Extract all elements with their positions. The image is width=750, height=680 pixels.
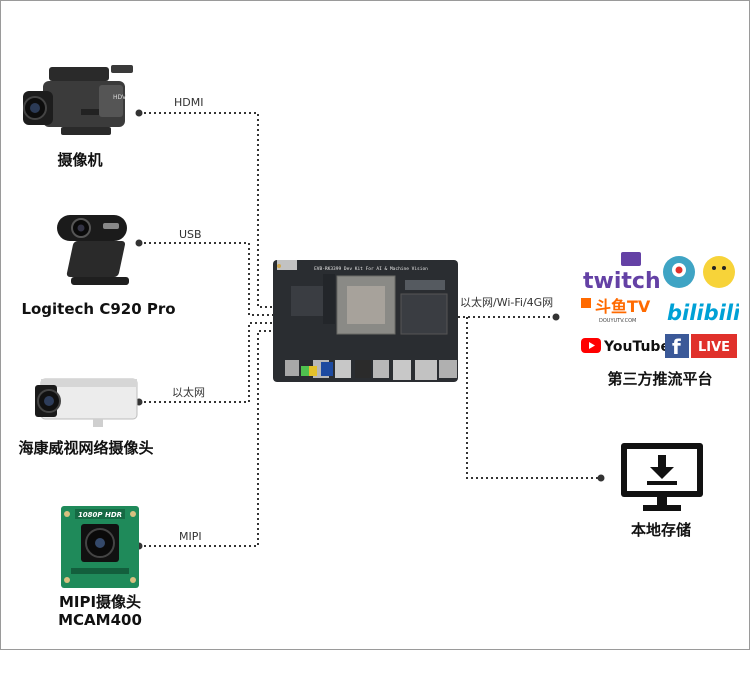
webcam-image <box>51 207 139 295</box>
hdv-badge: HDV <box>113 94 127 101</box>
storage-label: 本地存储 <box>630 521 691 539</box>
mipi-module-text: 1080P HDR <box>78 511 122 519</box>
twitch-logo: twitch <box>583 269 661 294</box>
camcorder-label: 摄像机 <box>57 151 103 169</box>
ethernet-line <box>139 322 273 403</box>
hdmi-line <box>139 112 273 308</box>
ip-camera-label: 海康威视网络摄像头 <box>18 439 154 457</box>
camcorder-image: HDV <box>21 59 139 145</box>
facebook-icon <box>665 334 689 358</box>
douyu-logo: 斗鱼TV <box>595 297 651 316</box>
ethernet-label: 以太网 <box>172 386 205 399</box>
connection-lines <box>135 109 605 550</box>
mipi-camera-image: 1080P HDR <box>61 506 139 588</box>
bilibili-logo: bilibili <box>667 301 739 325</box>
mipi-label-line2: MCAM400 <box>58 611 142 629</box>
live-badge: LIVE <box>698 340 730 355</box>
streaming-platforms-logos: twitch 斗鱼TV DOUYUTV.COM bilibili YouTube… <box>581 248 741 362</box>
network-label: 以太网/Wi-Fi/4G网 <box>460 296 554 309</box>
storage-monitor-image <box>619 441 705 513</box>
webcam-label: Logitech C920 Pro <box>21 300 176 318</box>
diagram-canvas: HDMI USB 以太网 MIPI 以太网/Wi-Fi/4G网 HDV 摄像机 <box>0 0 750 650</box>
youtube-logo: YouTube <box>603 339 670 355</box>
mipi-line <box>139 330 273 547</box>
mipi-camera-label: MIPI摄像头 MCAM400 <box>41 593 159 629</box>
ip-camera-image <box>33 371 139 429</box>
usb-line <box>139 242 273 316</box>
usb-label: USB <box>179 228 202 241</box>
dev-board-image: EVB-RK3399 Dev Kit For AI & Machine Visi… <box>273 256 458 388</box>
douyu-url: DOUYUTV.COM <box>599 318 636 324</box>
download-icon <box>658 455 666 469</box>
board-silk-text: EVB-RK3399 Dev Kit For AI & Machine Visi… <box>314 266 428 272</box>
meerkat-icon <box>703 256 735 288</box>
hdmi-label: HDMI <box>174 96 204 109</box>
mipi-label: MIPI <box>179 530 202 543</box>
mipi-label-line1: MIPI摄像头 <box>58 593 142 611</box>
storage-line <box>466 317 599 479</box>
platforms-label: 第三方推流平台 <box>607 370 713 388</box>
facebook-glyph: f <box>672 335 681 359</box>
